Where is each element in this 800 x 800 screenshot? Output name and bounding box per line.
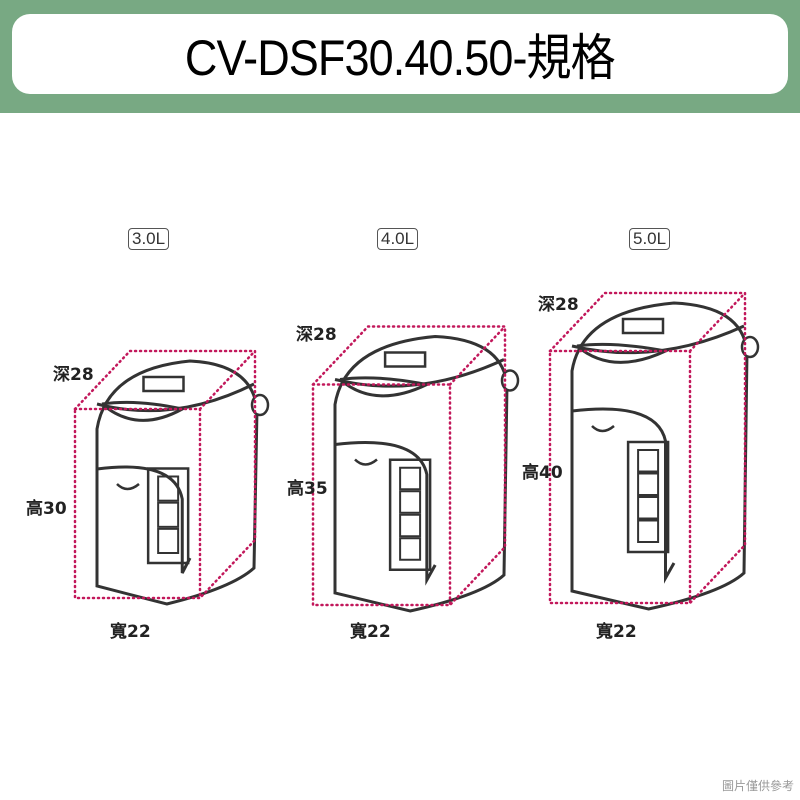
dimension-box-front-2 [548, 349, 692, 605]
water-gauge-frame-0 [146, 467, 190, 565]
water-gauge-segment-0 [157, 475, 180, 502]
water-gauge-segment-2 [637, 449, 660, 473]
water-gauge-frame-2 [626, 440, 670, 554]
height-label-5l: 高40 [522, 463, 563, 483]
capacity-label-5l: 5.0L [629, 228, 671, 250]
dimension-box-back-1 [311, 325, 507, 607]
control-panel-icon-2 [621, 317, 665, 335]
spout-icon-1 [354, 458, 378, 466]
water-gauge-segment-2 [637, 472, 660, 496]
water-gauge-segment-2 [637, 496, 660, 520]
dimension-box-back-2 [548, 291, 747, 605]
dimension-box-front-1 [311, 383, 452, 607]
water-gauge-segment-1 [399, 490, 422, 514]
dimension-box-edge-2 [688, 291, 747, 353]
capacity-label-3l: 3.0L [128, 228, 170, 250]
spout-icon-0 [116, 483, 140, 491]
control-panel-icon-0 [142, 375, 185, 393]
water-gauge-segment-1 [399, 537, 422, 561]
dimension-box-back-0 [73, 349, 257, 600]
handle-icon-2 [740, 335, 760, 359]
water-gauge-segment-0 [157, 501, 180, 528]
title-banner: CV-DSF30.40.50-規格 [0, 0, 800, 113]
kettle-front-panel-0 [96, 465, 192, 574]
width-label-4l: 寬22 [350, 622, 391, 642]
handle-icon-0 [250, 393, 270, 417]
water-gauge-segment-2 [637, 519, 660, 543]
width-label-5l: 寬22 [596, 622, 637, 642]
title-box: CV-DSF30.40.50-規格 [12, 14, 788, 94]
height-label-3l: 高30 [26, 499, 67, 519]
dimension-box-edge-0 [198, 349, 257, 411]
depth-label-3l: 深28 [53, 365, 94, 385]
dimension-box-front-0 [73, 407, 202, 600]
kettle-body-0 [95, 359, 259, 606]
width-label-3l: 寬22 [110, 622, 151, 642]
spout-icon-2 [591, 425, 615, 433]
water-gauge-segment-1 [399, 466, 422, 491]
depth-label-5l: 深28 [538, 295, 579, 315]
watermark: 圖片僅供參考 [721, 779, 794, 793]
kettle-body-2 [570, 301, 749, 611]
control-panel-icon-1 [383, 351, 427, 368]
dimension-box-edge-1 [448, 325, 507, 386]
water-gauge-frame-1 [388, 458, 432, 571]
water-gauge-segment-0 [157, 527, 180, 554]
water-gauge-segment-1 [399, 513, 422, 538]
kettle-body-1 [333, 334, 509, 613]
page-title: CV-DSF30.40.50-規格 [185, 30, 616, 86]
depth-label-4l: 深28 [296, 325, 337, 345]
capacity-label-4l: 4.0L [377, 228, 419, 250]
kettle-front-panel-1 [334, 441, 437, 586]
height-label-4l: 高35 [287, 479, 328, 499]
